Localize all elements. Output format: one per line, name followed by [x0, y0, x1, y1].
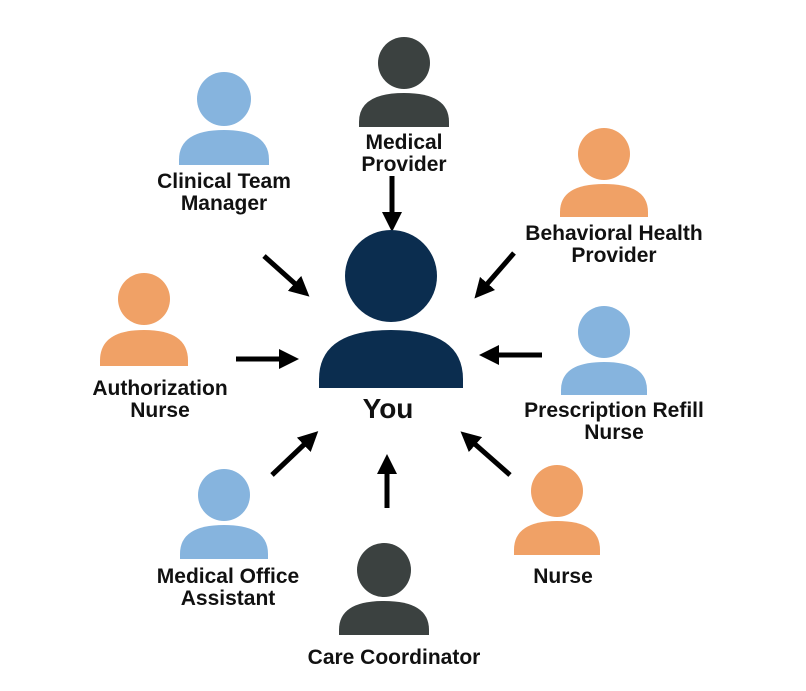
person-medical-office-assistant-head [198, 469, 250, 521]
person-medical-office-assistant-icon [180, 469, 268, 559]
person-label-clinical-team-manager-line-1: Clinical Team [157, 170, 291, 193]
person-medical-provider-icon [359, 37, 449, 127]
person-clinical-team-manager-body [179, 130, 269, 165]
person-clinical-team-manager-icon [179, 72, 269, 165]
person-label-medical-office-assistant-line-1: Medical Office [157, 565, 299, 588]
person-care-coordinator: Care Coordinator [308, 543, 481, 669]
person-label-clinical-team-manager-line-2: Manager [181, 192, 267, 215]
person-behavioral-health-provider-icon [560, 128, 648, 217]
person-label-prescription-refill-nurse-line-1: Prescription Refill [524, 399, 704, 422]
person-care-coordinator-icon [339, 543, 429, 635]
person-medical-provider-body [359, 93, 449, 127]
person-nurse-body [514, 521, 600, 555]
person-behavioral-health-provider-body [560, 184, 648, 217]
arrows-group [236, 176, 542, 508]
person-label-behavioral-health-provider-line-1: Behavioral Health [525, 222, 702, 245]
arrow-from-behavioral-health-provider [474, 251, 516, 299]
person-label-prescription-refill-nurse-line-2: Nurse [584, 421, 644, 444]
person-authorization-nurse-body [100, 330, 188, 366]
person-behavioral-health-provider-head [578, 128, 630, 180]
person-label-medical-provider-line-2: Provider [361, 153, 446, 176]
person-label-care-coordinator-line-1: Care Coordinator [308, 646, 481, 669]
person-label-behavioral-health-provider-line-2: Provider [571, 244, 656, 267]
person-prescription-refill-nurse-body [561, 362, 647, 395]
center-you-icon [319, 230, 463, 388]
person-prescription-refill-nurse-icon [561, 306, 647, 395]
person-label-authorization-nurse-line-1: Authorization [92, 377, 227, 400]
person-care-coordinator-head [357, 543, 411, 597]
person-prescription-refill-nurse-head [578, 306, 630, 358]
person-label-authorization-nurse-line-2: Nurse [130, 399, 190, 422]
person-nurse-head [531, 465, 583, 517]
person-nurse-icon [514, 465, 600, 555]
arrow-from-nurse [460, 431, 512, 477]
person-label-medical-provider-line-1: Medical [365, 131, 442, 154]
arrow-from-medical-office-assistant [270, 431, 319, 477]
center-you-head [345, 230, 437, 322]
person-medical-provider-head [378, 37, 430, 89]
person-nurse: Nurse [514, 465, 600, 588]
person-medical-office-assistant-body [180, 525, 268, 559]
center-person: You [319, 230, 463, 424]
person-authorization-nurse-icon [100, 273, 188, 366]
center-you-body [319, 330, 463, 388]
person-authorization-nurse-head [118, 273, 170, 325]
person-clinical-team-manager-head [197, 72, 251, 126]
center-label: You [363, 393, 414, 424]
person-label-nurse-line-1: Nurse [533, 565, 593, 588]
person-label-medical-office-assistant-line-2: Assistant [181, 587, 276, 610]
person-care-coordinator-body [339, 601, 429, 635]
arrow-from-clinical-team-manager [262, 254, 310, 297]
